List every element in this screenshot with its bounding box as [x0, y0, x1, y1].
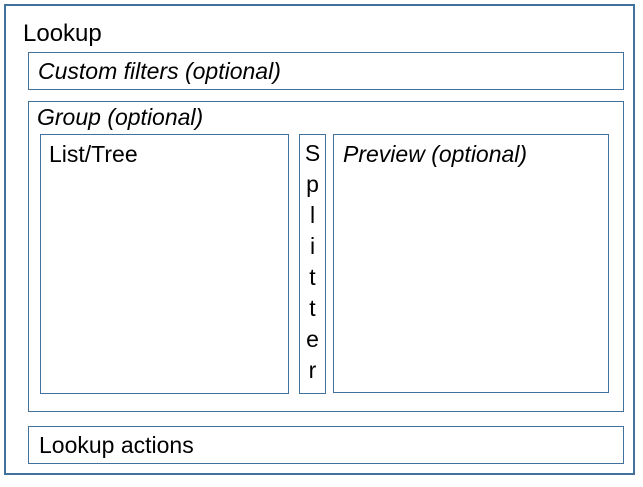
lookup-title: Lookup — [23, 20, 102, 47]
preview-box: Preview (optional) — [333, 134, 609, 393]
group-label: Group (optional) — [37, 104, 204, 130]
custom-filters-box: Custom filters (optional) — [28, 52, 624, 90]
custom-filters-label: Custom filters (optional) — [38, 57, 281, 84]
list-tree-box: List/Tree — [40, 134, 289, 394]
lookup-actions-label: Lookup actions — [39, 431, 194, 458]
lookup-actions-box: Lookup actions — [28, 426, 624, 464]
preview-label: Preview (optional) — [343, 141, 528, 167]
list-tree-label: List/Tree — [49, 141, 138, 167]
